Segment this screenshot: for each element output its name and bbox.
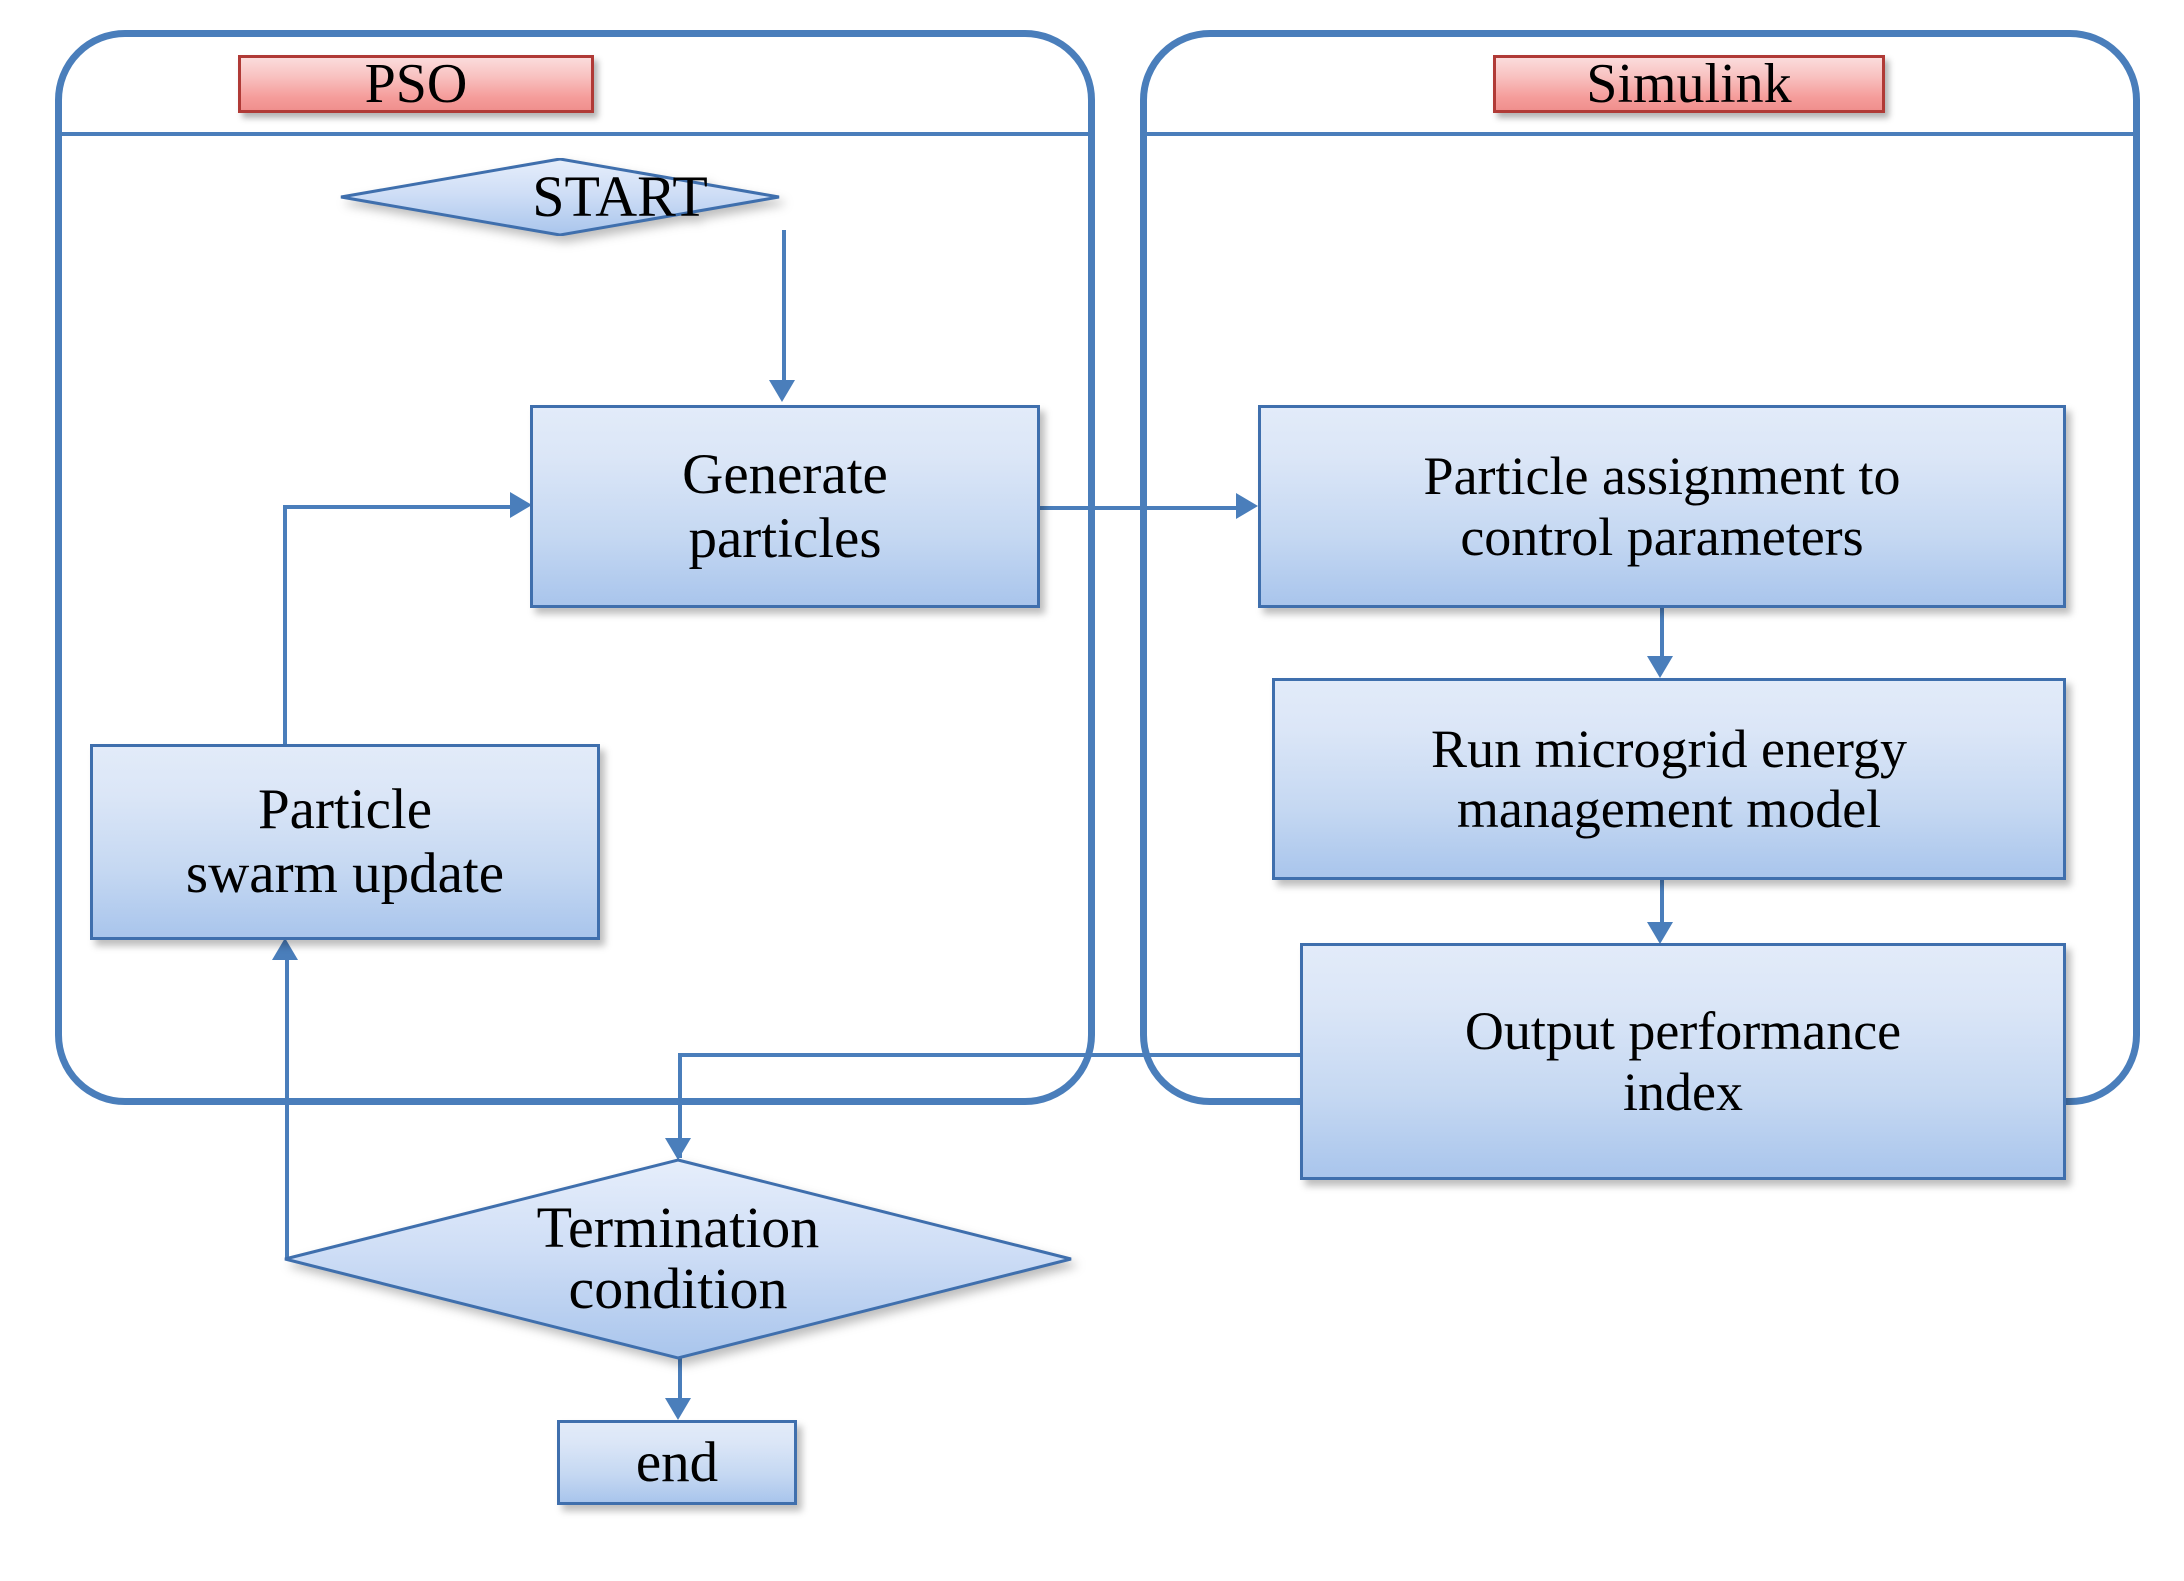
- node-generate-particles-line1: Generate: [682, 442, 888, 506]
- container-pso-divider: [58, 132, 1092, 136]
- edge-run-to-output: [1660, 880, 1664, 922]
- node-run-model-line1: Run microgrid energy: [1431, 718, 1907, 779]
- node-particle-swarm-update-line2: swarm update: [185, 842, 505, 905]
- edge-generate-to-assignment-arrowhead: [1236, 493, 1258, 519]
- node-run-model-line2: management model: [1456, 779, 1882, 839]
- node-particle-swarm-update-line1: Particle: [257, 778, 433, 842]
- edge-swarm-to-generate-vertical: [283, 505, 287, 745]
- node-end[interactable]: end: [557, 1420, 797, 1505]
- node-particle-assignment-line1: Particle assignment to: [1423, 446, 1901, 507]
- edge-output-to-termination-arrowhead: [665, 1138, 691, 1160]
- edge-swarm-to-generate-arrowhead: [510, 492, 532, 518]
- node-end-label: end: [635, 1430, 719, 1494]
- container-pso: [55, 30, 1095, 1105]
- edge-assignment-to-run-arrowhead: [1647, 656, 1673, 678]
- edge-assignment-to-run: [1660, 608, 1664, 656]
- node-particle-swarm-update[interactable]: Particle swarm update: [90, 744, 600, 940]
- edge-output-to-termination-vertical: [678, 1053, 682, 1158]
- edge-output-to-termination-horizontal: [678, 1053, 1303, 1057]
- node-particle-assignment-line2: control parameters: [1460, 506, 1864, 567]
- edge-swarm-to-generate-horizontal: [283, 505, 513, 509]
- container-pso-title: PSO: [238, 55, 594, 113]
- node-generate-particles-line2: particles: [688, 506, 882, 570]
- node-termination-condition[interactable]: Termination condition: [283, 1158, 1073, 1360]
- edge-run-to-output-arrowhead: [1647, 922, 1673, 944]
- edge-termination-to-swarm-vertical: [285, 960, 289, 1260]
- edge-generate-to-assignment: [1040, 506, 1250, 510]
- edge-start-to-generate-arrowhead: [769, 380, 795, 402]
- edge-termination-to-end-arrowhead: [665, 1398, 691, 1420]
- container-simulink-divider: [1143, 132, 2137, 136]
- node-generate-particles[interactable]: Generate particles: [530, 405, 1040, 608]
- node-output-index[interactable]: Output performance index: [1300, 943, 2066, 1180]
- container-simulink-title: Simulink: [1493, 55, 1885, 113]
- node-output-index-line1: Output performance: [1464, 1001, 1902, 1062]
- edge-start-to-generate: [782, 230, 786, 380]
- node-run-model[interactable]: Run microgrid energy management model: [1272, 678, 2066, 880]
- node-particle-assignment[interactable]: Particle assignment to control parameter…: [1258, 405, 2066, 608]
- node-output-index-line2: index: [1623, 1061, 1743, 1122]
- edge-termination-to-swarm-arrowhead: [272, 938, 298, 960]
- node-start[interactable]: START: [340, 158, 780, 236]
- edge-termination-to-end: [678, 1358, 682, 1400]
